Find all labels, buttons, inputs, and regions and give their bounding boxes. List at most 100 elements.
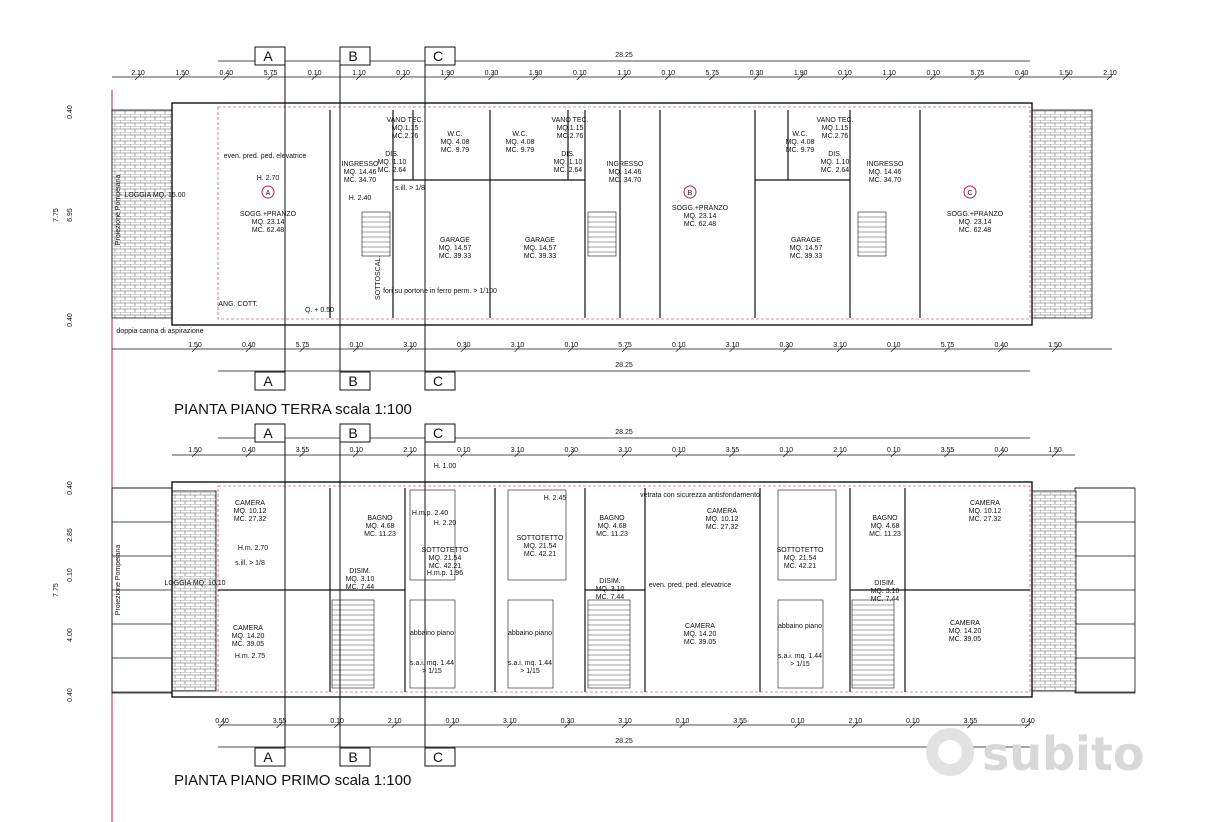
dimension-label: 1.90 xyxy=(794,70,808,77)
dimension-label: 5.75 xyxy=(296,342,310,349)
room-volume: MC. 11.23 xyxy=(869,531,901,538)
room-name: VANO TEC. xyxy=(386,117,423,124)
side-wall-hatch-right xyxy=(1031,109,1093,319)
dimension-label: 1.10 xyxy=(617,70,631,77)
dimension-label: 1.50 xyxy=(1048,342,1062,349)
room-area: MQ. 4.08 xyxy=(506,139,535,146)
room-volume: MC. 39.05 xyxy=(232,641,264,648)
dimension-label: 0.10 xyxy=(906,718,920,725)
room-name: SOTTOTETTO xyxy=(422,547,469,554)
room-volume: MC. 42.21 xyxy=(429,563,461,570)
plan-note: H.m.p. 2.40 xyxy=(412,510,448,517)
dimension-label: 0.10 xyxy=(887,342,901,349)
dimension-label: 0.40 xyxy=(1021,718,1035,725)
dimension-label: 0.40 xyxy=(994,447,1008,454)
dimension-label: 0.10 xyxy=(445,718,459,725)
section-label-b-bottom: B xyxy=(348,373,357,389)
dimension-label: 0.40 xyxy=(994,342,1008,349)
plan-note: SOTTOSCAL. xyxy=(375,256,382,300)
dimension-label: 1.50 xyxy=(1048,447,1062,454)
room-name: W.C. xyxy=(447,131,462,138)
dimension-label: 0.40 xyxy=(1015,70,1029,77)
dimension-label: 3.10 xyxy=(503,718,517,725)
plan-note: doppia canna di aspirazione xyxy=(116,328,203,335)
dimension-label: 1.50 xyxy=(175,70,189,77)
room-area: MQ. 14.57 xyxy=(439,245,472,252)
dimension-label: 3.10 xyxy=(403,342,417,349)
watermark: subito xyxy=(926,727,1144,781)
room-area: MQ. 4.68 xyxy=(871,523,900,530)
room-area: MQ. 10.12 xyxy=(969,508,1002,515)
room-volume: MC. 39.33 xyxy=(790,253,822,260)
dimension-label: 0.10 xyxy=(573,70,587,77)
dimension-label: 1.10 xyxy=(352,70,366,77)
plan-note: Q. + 0.50 xyxy=(305,307,334,314)
room-area: MQ. 3.10 xyxy=(596,586,625,593)
overall-dimension-bottom-first: 28.25 xyxy=(615,738,633,745)
room-volume: MC. 34.70 xyxy=(609,177,641,184)
section-label-c-top: C xyxy=(433,48,443,64)
dimension-label: 5.75 xyxy=(264,70,278,77)
plan-note: even. pred. ped. elevatrice xyxy=(649,582,732,589)
section-label-a-bottom-first: A xyxy=(263,749,273,765)
room-volume: MC. 2.64 xyxy=(378,167,407,174)
section-label-a-top-first: A xyxy=(263,425,273,441)
room-area: MQ.1.15 xyxy=(557,125,584,132)
dimension-label: 0.10 xyxy=(349,342,363,349)
dimension-label: 0.30 xyxy=(750,70,764,77)
room-name: GARAGE xyxy=(440,237,470,244)
plan-note: H.m. 2.70 xyxy=(238,545,268,552)
plan-note: ANG. COTT. xyxy=(218,301,257,308)
side-wall-hatch-left xyxy=(111,109,173,319)
dimension-label: 0.10 xyxy=(330,718,344,725)
room-name: W.C. xyxy=(792,131,807,138)
section-label-a-bottom: A xyxy=(263,373,273,389)
dimension-label: 0.10 xyxy=(791,718,805,725)
vertical-dimension: 6.95 xyxy=(67,208,74,222)
room-volume: MC. 42.21 xyxy=(784,563,816,570)
vertical-dimension: 0.40 xyxy=(67,688,74,702)
dimension-label: 0.30 xyxy=(485,70,499,77)
plan-note: LOGGIA MQ. 10.10 xyxy=(164,580,225,587)
vertical-dimension: 0.40 xyxy=(67,313,74,327)
room-area: s.a.i. mq. 1.44 xyxy=(508,660,552,667)
dimension-label: 0.30 xyxy=(779,342,793,349)
room-area: MQ. 14.46 xyxy=(869,169,902,176)
section-label-b-bottom-first: B xyxy=(348,749,357,765)
vertical-dimension: 7.75 xyxy=(53,208,60,222)
dimension-label: 0.40 xyxy=(220,70,234,77)
room-volume: MC. 9.79 xyxy=(441,147,470,154)
dimension-label: 3.10 xyxy=(618,718,632,725)
room-name: DIS. xyxy=(385,151,399,158)
room-area: MQ. 1.10 xyxy=(554,159,583,166)
unit-marker xyxy=(261,185,275,199)
room-area: MQ. 14.57 xyxy=(524,245,557,252)
dimension-label: 3.10 xyxy=(511,447,525,454)
plan-note: H.m.p. 1.96 xyxy=(427,570,463,577)
dimension-label: 2.10 xyxy=(833,447,847,454)
room-area: MQ. 10.12 xyxy=(234,508,267,515)
room-area: MQ. 21.54 xyxy=(524,543,557,550)
dimension-label: 3.10 xyxy=(833,342,847,349)
dimension-label: 5.75 xyxy=(971,70,985,77)
room-volume: MC. 34.70 xyxy=(344,177,376,184)
room-volume: MC. 7.44 xyxy=(346,584,375,591)
room-name: SOGG.+PRANZO xyxy=(672,205,729,212)
room-name: SOTTOTETTO xyxy=(777,547,824,554)
room-area: MQ.1.15 xyxy=(822,125,849,132)
room-volume: MC. 11.23 xyxy=(364,531,396,538)
room-volume: MC. 42.21 xyxy=(524,551,556,558)
room-volume: MC. 39.33 xyxy=(524,253,556,260)
room-name: CAMERA xyxy=(685,623,715,630)
room-volume: > 1/15 xyxy=(790,661,810,668)
room-area: MQ. 23.14 xyxy=(684,213,717,220)
room-volume: MC. 39.05 xyxy=(684,639,716,646)
room-area: MQ. 23.14 xyxy=(959,219,992,226)
room-area: MQ. 4.08 xyxy=(786,139,815,146)
room-volume: MC. 27.32 xyxy=(706,524,738,531)
room-name: DIS. xyxy=(561,151,575,158)
room-name: INGRESSO xyxy=(607,161,645,168)
dimension-label: 0.30 xyxy=(561,718,575,725)
dimension-label: 0.10 xyxy=(349,447,363,454)
